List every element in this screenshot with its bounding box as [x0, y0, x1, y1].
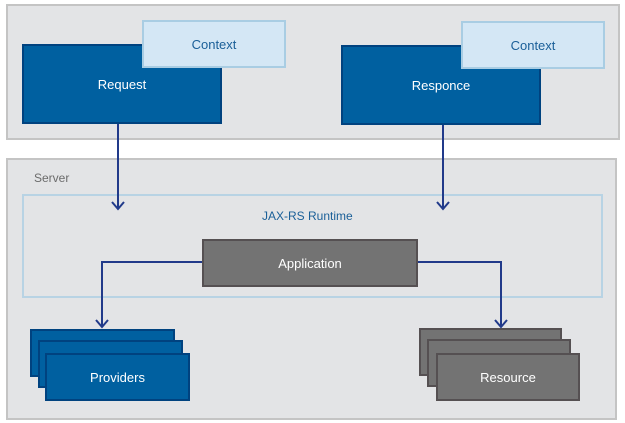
response-context-label: Context: [510, 37, 556, 53]
providers-label: Providers: [90, 369, 145, 385]
providers-box[interactable]: Providers: [45, 353, 190, 401]
application-label: Application: [278, 255, 342, 271]
server-label: Server: [34, 171, 70, 185]
providers-arrow-head: [95, 319, 109, 329]
runtime-box: [22, 194, 603, 298]
response-arrow-head: [436, 201, 450, 211]
resource-label: Resource: [480, 369, 536, 385]
resource-box[interactable]: Resource: [436, 353, 580, 401]
runtime-label: JAX-RS Runtime: [262, 209, 353, 223]
request-context-label: Context: [191, 36, 237, 52]
request-context-box[interactable]: Context: [142, 20, 286, 68]
response-label: Responce: [411, 77, 471, 93]
application-to-resource-arrow: [418, 261, 502, 326]
application-box[interactable]: Application: [202, 239, 418, 287]
request-label: Request: [97, 76, 147, 92]
request-arrow-head: [111, 201, 125, 211]
application-to-providers-arrow: [101, 261, 202, 326]
resource-arrow-head: [494, 319, 508, 329]
response-box[interactable]: Responce: [341, 45, 541, 125]
response-context-box[interactable]: Context: [461, 21, 605, 69]
